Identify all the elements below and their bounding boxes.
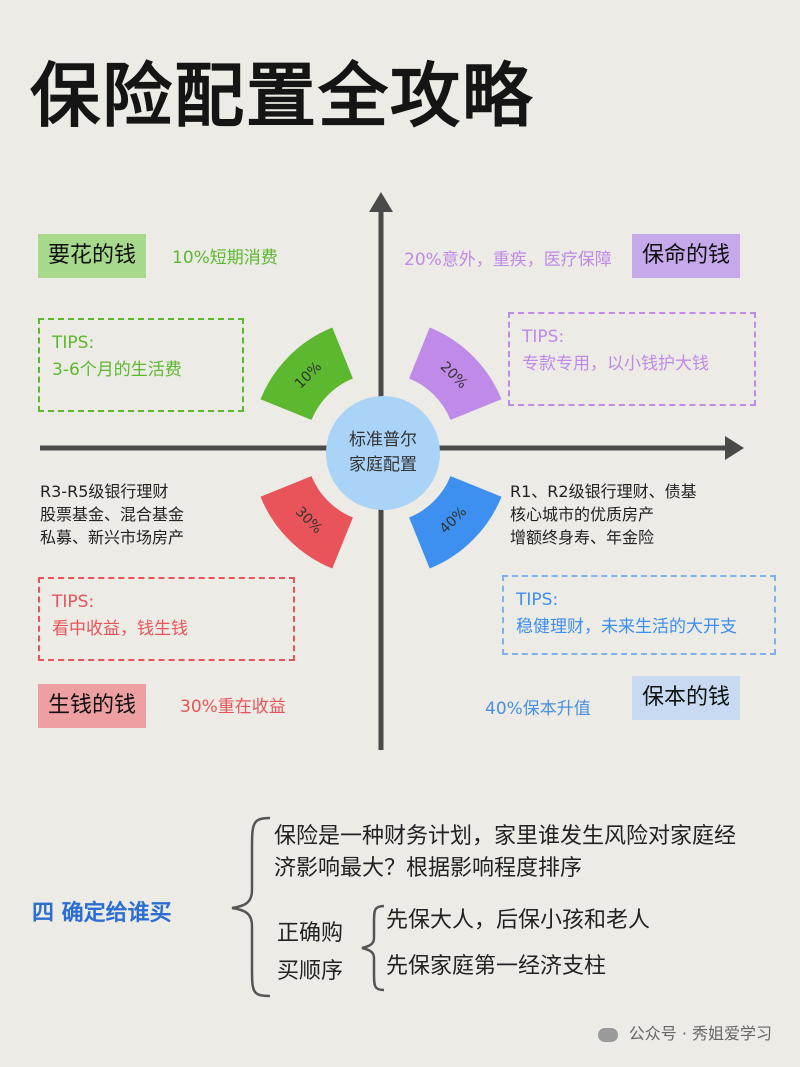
small-brace-icon [361, 904, 385, 992]
order-label-1: 正确购 [277, 921, 344, 946]
desc-line: 增额终身寿、年金险 [510, 528, 655, 547]
center-line-1: 标准普尔 [349, 430, 417, 450]
order-label-2: 买顺序 [277, 959, 344, 984]
tips-title: TIPS: [52, 333, 95, 353]
center-line-2: 家庭配置 [349, 455, 417, 475]
wechat-icon [597, 1027, 618, 1042]
pct-protection: 20%意外，重疾，医疗保障 [404, 250, 612, 270]
tips-text: 看中收益，钱生钱 [52, 619, 188, 639]
desc-line: R3-R5级银行理财 [40, 482, 169, 501]
pct-growth: 30%重在收益 [180, 697, 286, 717]
left-brace-icon [231, 816, 271, 998]
pct-spending: 10%短期消费 [172, 248, 278, 268]
page-title: 保险配置全攻略 [30, 55, 534, 137]
desc-preservation: R1、R2级银行理财、债基 核心城市的优质房产 增额终身寿、年金险 [510, 480, 697, 549]
section-line-2: 济影响最大？根据影响程度排序 [274, 856, 583, 881]
section-heading: 四 确定给谁买 [32, 901, 172, 926]
wedge-protection [409, 327, 502, 420]
label-protection-money: 保命的钱 [632, 234, 741, 278]
tips-text: 专款专用，以小钱护大钱 [522, 354, 709, 374]
label-preservation-money: 保本的钱 [632, 676, 741, 720]
tips-box-growth: TIPS: 看中收益，钱生钱 [38, 577, 295, 661]
wedge-spending [260, 327, 353, 420]
footer-text: 公众号 · 秀姐爱学习 [628, 1024, 772, 1043]
desc-line: 核心城市的优质房产 [510, 505, 655, 524]
tips-text: 稳健理财，未来生活的大开支 [516, 617, 737, 637]
tips-box-protection: TIPS: 专款专用，以小钱护大钱 [508, 312, 756, 406]
tips-box-preservation: TIPS: 稳健理财，未来生活的大开支 [502, 575, 776, 655]
pct-preservation: 40%保本升值 [485, 699, 591, 719]
label-growth-money: 生钱的钱 [38, 684, 147, 728]
desc-line: 私募、新兴市场房产 [40, 528, 185, 547]
wedge-growth [260, 476, 353, 569]
footer-watermark: 公众号 · 秀姐爱学习 [597, 1020, 772, 1044]
tips-text: 3-6个月的生活费 [52, 360, 182, 380]
order-item-2: 先保家庭第一经济支柱 [386, 954, 607, 979]
tips-title: TIPS: [516, 590, 559, 610]
center-circle: 标准普尔 家庭配置 [326, 396, 440, 510]
tips-title: TIPS: [522, 327, 565, 347]
desc-line: R1、R2级银行理财、债基 [510, 482, 697, 501]
wedge-preservation [409, 476, 502, 569]
label-spending-money: 要花的钱 [38, 234, 147, 278]
section-line-1: 保险是一种财务计划，家里谁发生风险对家庭经 [274, 824, 737, 849]
desc-line: 股票基金、混合基金 [40, 505, 185, 524]
desc-growth: R3-R5级银行理财 股票基金、混合基金 私募、新兴市场房产 [40, 480, 184, 549]
order-item-1: 先保大人，后保小孩和老人 [386, 908, 651, 933]
tips-title: TIPS: [52, 592, 95, 612]
tips-box-spending: TIPS: 3-6个月的生活费 [38, 318, 244, 412]
